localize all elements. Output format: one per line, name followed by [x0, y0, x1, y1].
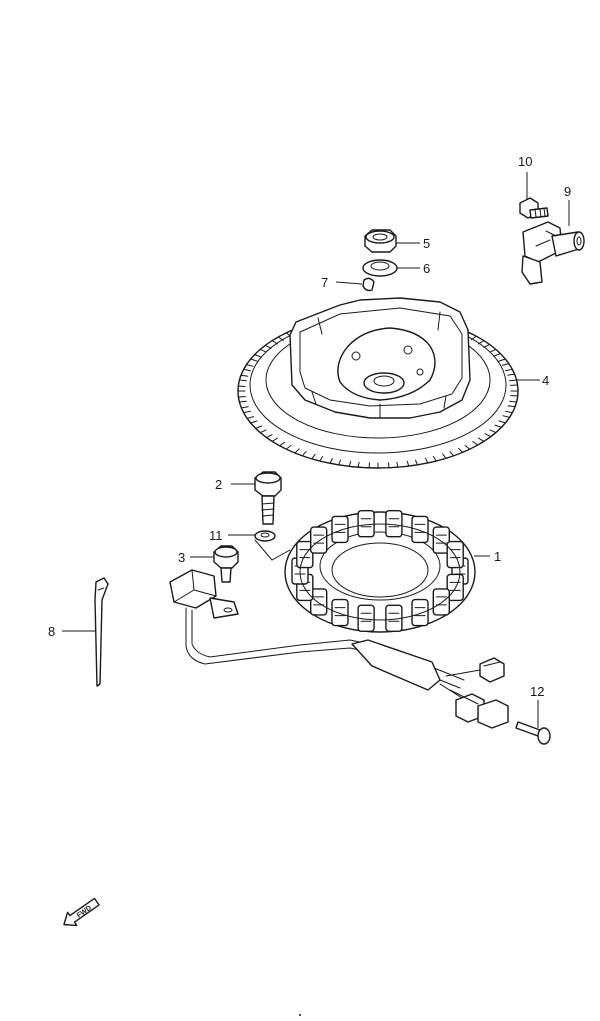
callout-7: 7 [321, 275, 328, 290]
part-washer-small [254, 530, 276, 542]
callout-6: 6 [423, 261, 430, 276]
callout-10: 10 [518, 154, 532, 169]
stator-coil [357, 510, 375, 538]
callout-5: 5 [423, 236, 430, 251]
part-harness [169, 569, 509, 729]
stator-coil-winding [299, 549, 311, 559]
stator-coil-winding [414, 607, 426, 617]
stator-coil [331, 598, 349, 627]
stator-coil-winding [449, 549, 461, 559]
stator-coil-winding [414, 523, 426, 533]
part-bolt-bracket [213, 545, 239, 583]
stator-coil [310, 526, 328, 554]
fwd-arrow-icon: FWD [63, 897, 100, 927]
callout-labels: 1 2 3 4 5 6 7 8 9 10 11 12 [48, 154, 571, 699]
stator-coil [432, 588, 450, 616]
part-cable-tie [94, 577, 109, 687]
stator-coil [411, 515, 429, 544]
callout-9: 9 [564, 184, 571, 199]
callout-3: 3 [178, 550, 185, 565]
callout-8: 8 [48, 624, 55, 639]
stator-coil-winding [388, 612, 400, 622]
stator-coil-winding [360, 518, 372, 528]
stator-coil-winding [334, 607, 346, 617]
stator-coil [310, 588, 328, 616]
stator-coil-winding [360, 612, 372, 622]
part-fuse [515, 721, 551, 745]
part-flywheel [237, 297, 519, 469]
callout-2: 2 [215, 477, 222, 492]
part-washer [362, 259, 398, 277]
stator-coil-winding [388, 518, 400, 528]
part-nut [364, 229, 397, 253]
stator-coil [331, 515, 349, 544]
part-stator [284, 510, 476, 633]
fwd-label: FWD [76, 905, 93, 920]
part-pulser-coil [521, 221, 585, 285]
callout-11: 11 [209, 528, 223, 543]
stator-coil [385, 510, 403, 538]
stator-coil [432, 526, 450, 554]
part-key [362, 277, 375, 292]
stator-coil [411, 598, 429, 627]
part-bolt-long [254, 471, 282, 525]
callout-4: 4 [542, 373, 549, 388]
stator-coil-winding [334, 523, 346, 533]
callout-1: 1 [494, 549, 501, 564]
part-bolt-sensor [519, 197, 549, 219]
leader-lines [62, 172, 570, 728]
speck [299, 1014, 301, 1016]
callout-12: 12 [530, 684, 544, 699]
